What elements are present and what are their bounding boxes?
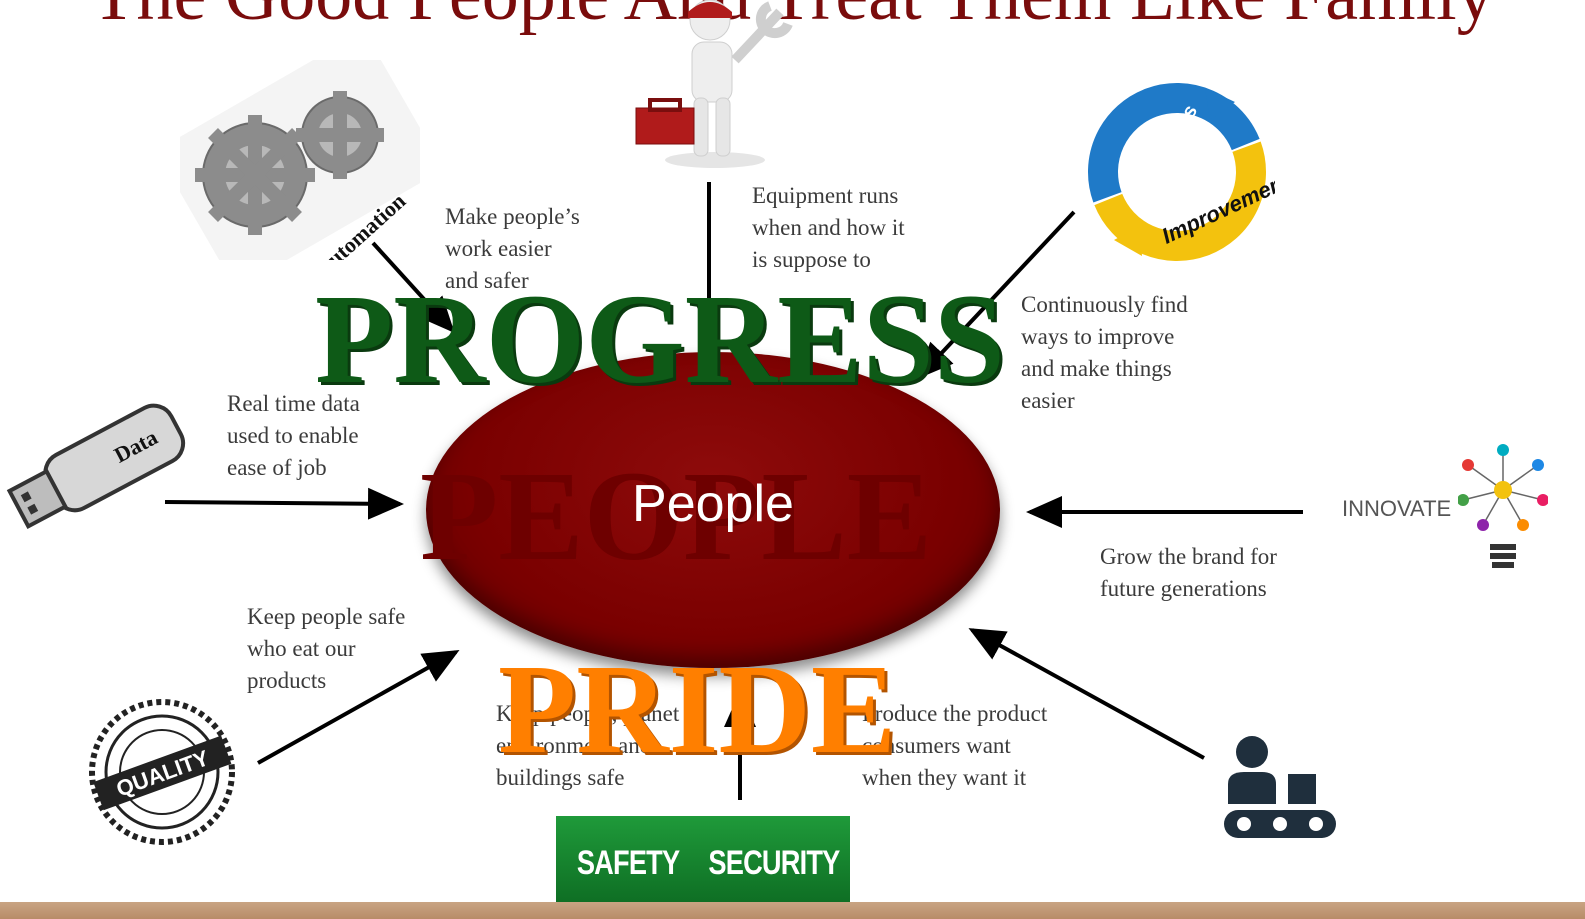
- arrow-continuous: [917, 210, 1076, 379]
- safety-label: SAFETY: [576, 843, 680, 882]
- footer-bar: [0, 902, 1585, 919]
- automation-gears-icon: Automation: [156, 30, 444, 290]
- arrow-automation: [371, 241, 455, 333]
- pride-big-text: PRIDE: [498, 638, 897, 780]
- progress-big-text: PROGRESS: [315, 268, 1005, 410]
- people-big-text: PEOPLE: [420, 445, 933, 587]
- innovate-bulb-icon: INNOVATE: [1330, 430, 1560, 590]
- continuous-improvement-icon: Continuous Improvement: [1080, 80, 1295, 265]
- usb-data-icon: Data: [6, 390, 196, 540]
- security-label: SECURITY: [708, 843, 841, 882]
- page-title: The Good People And Treat Them Like Fami…: [0, 0, 1585, 32]
- safety-security-badge: SAFETY SECURITY: [556, 816, 850, 910]
- arrow-quality: [257, 650, 460, 765]
- center-label: People: [632, 475, 794, 533]
- center-ellipse: [426, 352, 1000, 668]
- arrow-data: [164, 487, 404, 520]
- worker-wrench-icon: [630, 0, 800, 170]
- production-conveyor-icon: [1222, 734, 1342, 844]
- arrow-production: [968, 628, 1205, 760]
- quality-stamp-icon: QUALITY: [86, 696, 238, 848]
